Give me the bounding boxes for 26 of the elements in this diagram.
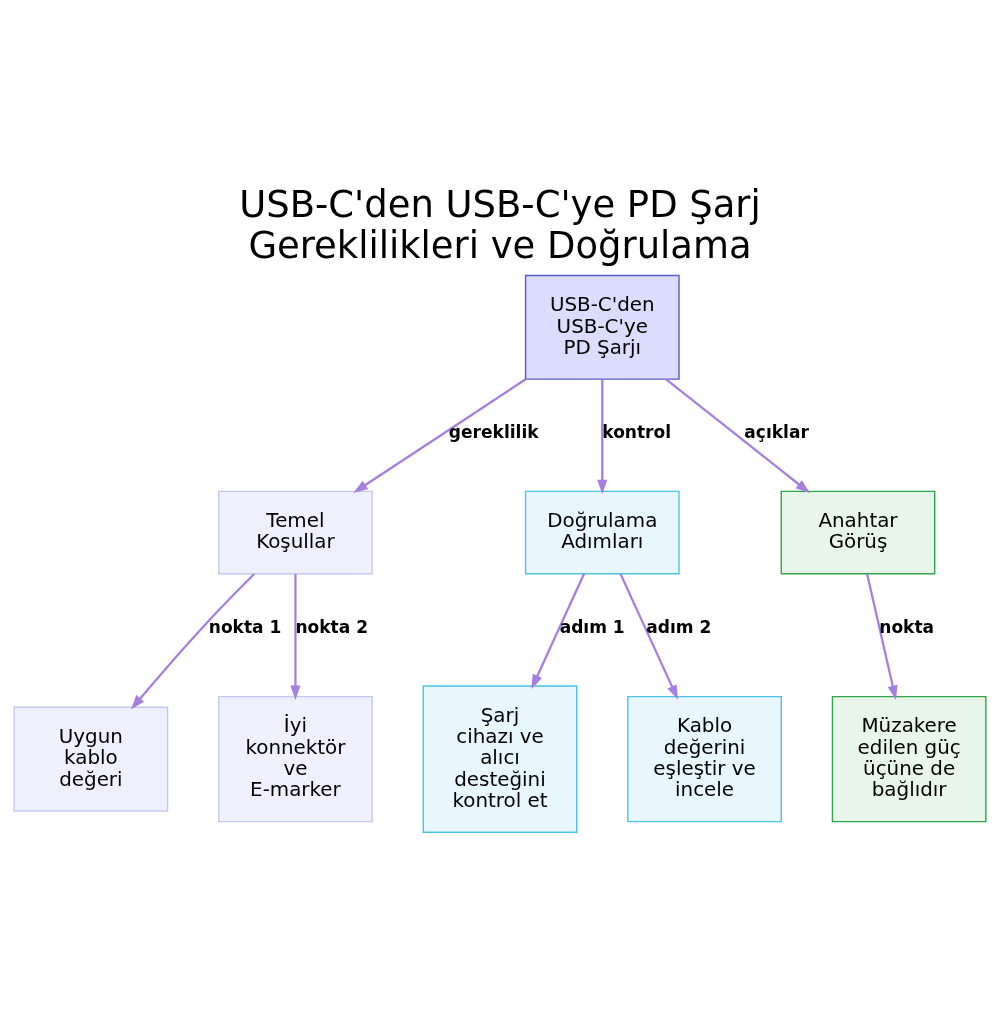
arrow [597, 378, 608, 494]
edge-label: nokta 1 [208, 616, 282, 637]
edge-label: kontrol [602, 421, 672, 442]
node-box: Şarj cihazı ve alıcı desteğini kontrol et [422, 684, 578, 833]
node-box: Uygun kablo değeri [13, 706, 169, 812]
edge-label: açıklar [744, 421, 809, 442]
edge-label: gereklilik [448, 421, 539, 442]
arrow [290, 573, 301, 700]
node-box: Müzakere edilen güç üçüne de bağlıdır [831, 695, 987, 822]
edge-label: adım 1 [559, 616, 625, 637]
node-box: Temel Koşullar [218, 490, 373, 574]
edge-label: adım 2 [646, 616, 712, 637]
node-box: Anahtar Görüş [780, 490, 936, 574]
node-box: USB-C'den USB-C'ye PD Şarjı [524, 274, 680, 380]
edge-label: nokta [879, 616, 935, 637]
edge-label: nokta 2 [295, 616, 369, 637]
arrow [531, 573, 586, 689]
arrow [619, 573, 679, 700]
node-box: İyi konnektör ve E-marker [218, 695, 373, 822]
arrow [665, 377, 810, 493]
arrow [130, 572, 256, 709]
arrow [866, 573, 898, 700]
node-box: Doğrulama Adımları [524, 490, 680, 574]
diagram-title: USB-C'den USB-C'ye PD Şarj Gereklilikleri ve Doğrulama [239, 182, 761, 267]
node-box: Kablo değerini eşleştir ve incele [627, 695, 782, 822]
arrow [353, 377, 527, 493]
